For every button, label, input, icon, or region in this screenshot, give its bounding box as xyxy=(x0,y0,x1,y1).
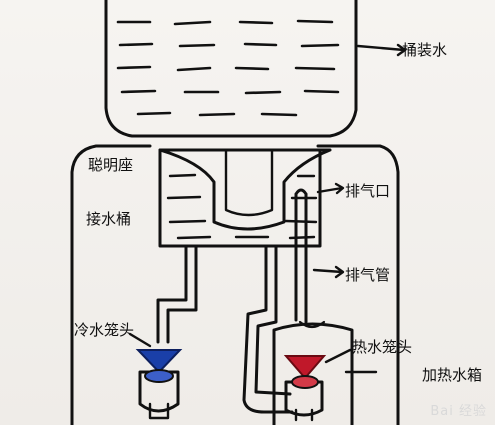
watermark: Bai 经验 xyxy=(430,404,487,419)
hot-water-pipe xyxy=(242,244,294,414)
water-bottle xyxy=(104,0,358,138)
label-hot-tap: 热水笼头 xyxy=(352,338,412,356)
hot-tap-collar xyxy=(291,375,319,389)
label-bucket-water: 桶装水 xyxy=(402,41,447,59)
bottle-water-waves xyxy=(116,19,340,117)
label-vent: 排气口 xyxy=(345,182,390,200)
vent-pipe xyxy=(294,188,308,324)
label-cold-tap: 冷水笼头 xyxy=(74,321,134,339)
label-receiving-bucket: 接水桶 xyxy=(86,210,131,228)
label-vent-pipe: 排气管 xyxy=(345,266,390,284)
bucket-water-waves xyxy=(166,173,318,240)
label-heater: 加热水箱 xyxy=(422,366,482,384)
cold-water-pipe xyxy=(156,244,198,344)
seat xyxy=(158,148,332,231)
heater-tank xyxy=(272,322,354,425)
cold-tap-collar xyxy=(144,369,174,383)
hot-tap-head xyxy=(283,355,327,380)
cold-tap-head xyxy=(135,349,183,374)
dispenser-body xyxy=(70,144,400,425)
hot-tap-body xyxy=(284,380,324,417)
label-seat: 聪明座 xyxy=(88,156,133,174)
leader-lines xyxy=(128,43,407,374)
receiving-bucket xyxy=(158,148,322,248)
cold-tap-body xyxy=(138,370,180,413)
